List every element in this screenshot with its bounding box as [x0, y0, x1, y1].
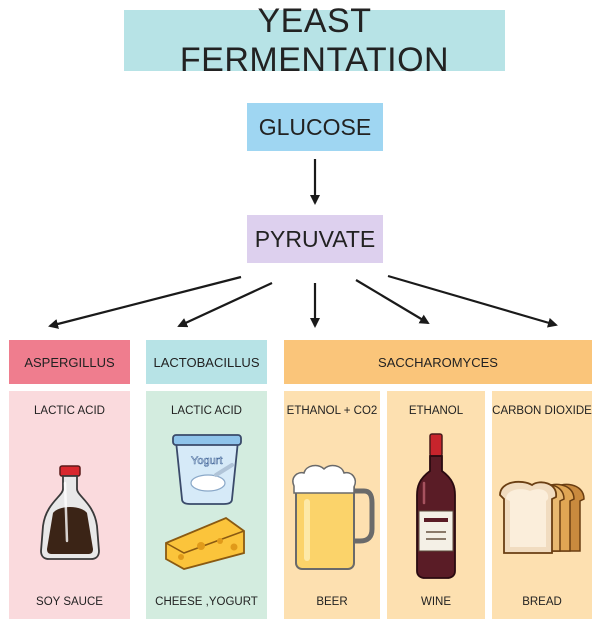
product-label: LACTIC ACID	[171, 405, 242, 417]
arrow-to-aspergillus	[48, 275, 242, 329]
arrow-to-bread	[387, 274, 558, 328]
food-label: BEER	[316, 596, 348, 608]
soy-sauce-bottle-icon	[40, 465, 100, 560]
beer-panel: ETHANOL + CO2 BEER	[284, 391, 380, 619]
yogurt-cheese-icon: Yogurt	[165, 434, 245, 570]
aspergillus-header: ASPERGILLUS	[9, 340, 130, 384]
food-label: CHEESE ,YOGURT	[155, 596, 258, 608]
product-label: CARBON DIOXIDE	[492, 405, 592, 417]
glucose-node: GLUCOSE	[247, 103, 383, 151]
food-label: WINE	[420, 596, 452, 608]
food-label: SOY SAUCE	[36, 596, 103, 608]
pyruvate-node: PYRUVATE	[247, 215, 383, 263]
arrow-to-wine	[355, 279, 430, 325]
cheese-yogurt-panel: LACTIC ACID Yogurt CHEESE ,YOGURT	[146, 391, 267, 619]
product-label: LACTIC ACID	[34, 405, 105, 417]
product-label: ETHANOL	[408, 405, 464, 417]
lactobacillus-header: LACTOBACILLUS	[146, 340, 267, 384]
product-label: ETHANOL + CO2	[286, 405, 378, 417]
saccharomyces-header: SACCHAROMYCES	[284, 340, 592, 384]
beer-mug-icon	[292, 464, 375, 570]
arrow-to-lactobacillus	[177, 282, 273, 328]
food-label: BREAD	[522, 596, 562, 608]
bread-panel: CARBON DIOXIDE BREAD	[492, 391, 592, 619]
bread-loaf-icon	[499, 480, 585, 554]
wine-bottle-icon	[416, 433, 456, 579]
yogurt-label: Yogurt	[191, 455, 222, 467]
soy-sauce-panel: LACTIC ACID SOY SAUCE	[9, 391, 130, 619]
wine-panel: ETHANOL WINE	[387, 391, 485, 619]
